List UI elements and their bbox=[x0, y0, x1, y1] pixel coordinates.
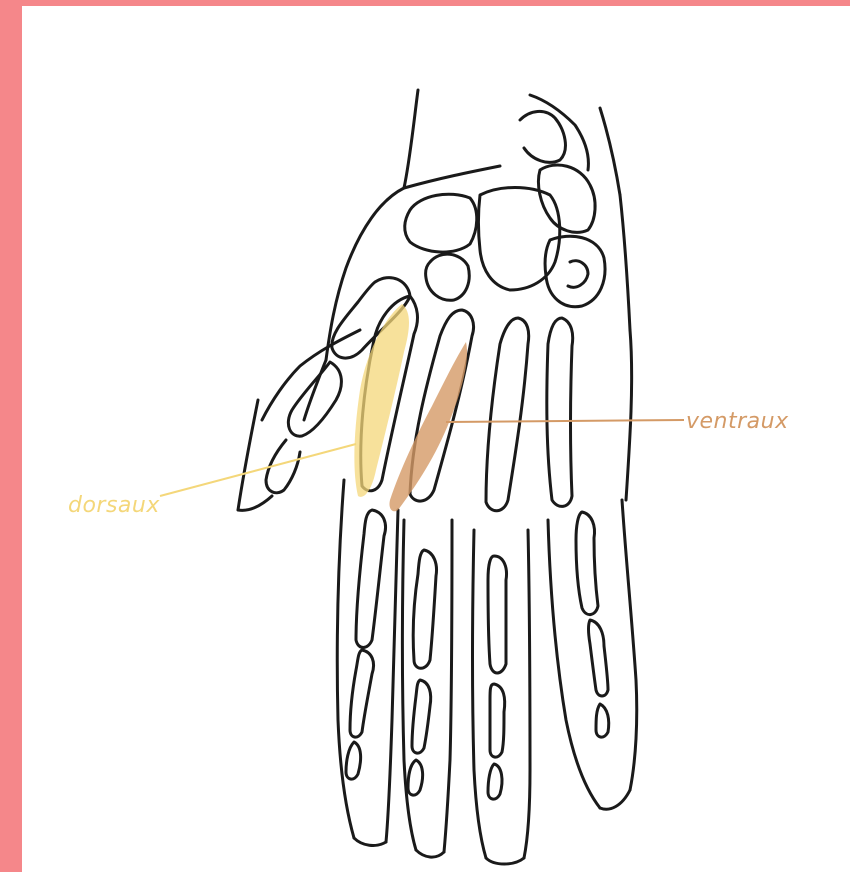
dorsal-leader-line bbox=[160, 444, 356, 496]
dorsal-interosseous-muscle bbox=[354, 304, 409, 497]
little-finger-bones bbox=[548, 500, 637, 809]
ring-finger-bones bbox=[473, 530, 531, 864]
middle-finger-bones bbox=[403, 520, 453, 857]
dorsal-label: dorsaux bbox=[68, 493, 160, 518]
ventral-interosseous-muscle bbox=[389, 342, 467, 511]
ventral-label: ventraux bbox=[686, 409, 789, 434]
index-finger-bones bbox=[337, 480, 398, 845]
carpal-bones bbox=[405, 95, 605, 307]
ventral-leader-line bbox=[446, 420, 684, 422]
